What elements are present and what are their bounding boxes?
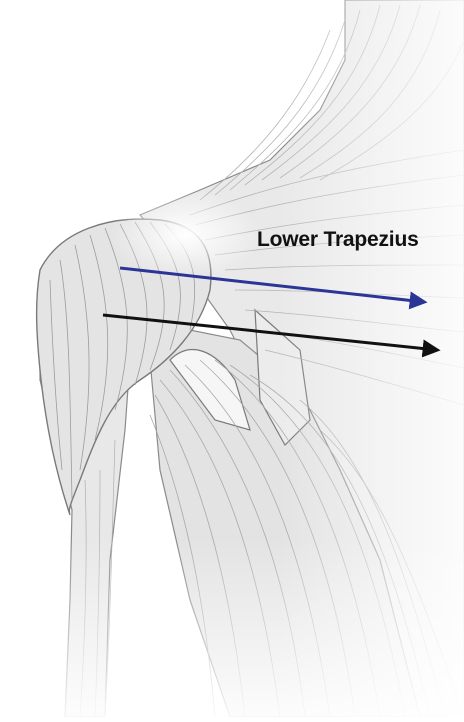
lower-trapezius-label: Lower Trapezius	[257, 228, 419, 252]
